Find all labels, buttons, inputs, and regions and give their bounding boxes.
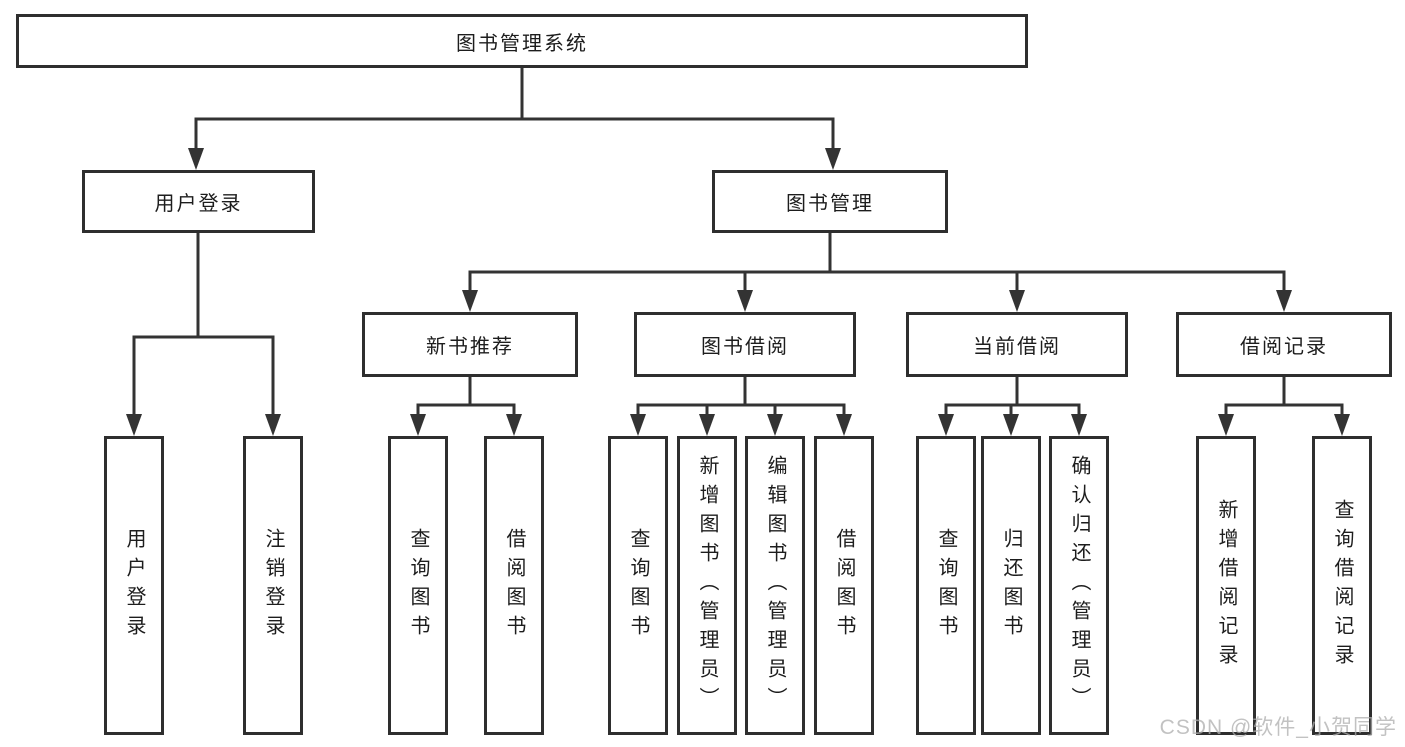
node-label: 图书借阅 [701,336,789,358]
leaf-query-books-recommend: 查询图书 [388,436,448,735]
leaf-label: 借阅图书 [503,527,525,644]
arrowhead-icons [126,148,1350,436]
node-library-management-system: 图书管理系统 [16,14,1028,68]
leaf-label: 注销登录 [262,527,284,644]
leaf-add-books-admin: 新增图书（管理员） [677,436,737,735]
node-label: 新书推荐 [426,336,514,358]
node-book-management: 图书管理 [712,170,948,233]
leaf-confirm-return-admin: 确认归还（管理员） [1049,436,1109,735]
leaf-label: 用户登录 [123,527,145,644]
node-label: 当前借阅 [973,336,1061,358]
leaf-borrow-books: 借阅图书 [814,436,874,735]
csdn-watermark: CSDN @软件_小贺同学 [1159,716,1397,739]
leaf-label: 归还图书 [1000,527,1022,644]
node-book-borrow: 图书借阅 [634,312,856,377]
node-label: 借阅记录 [1240,336,1328,358]
node-current-borrow: 当前借阅 [906,312,1128,377]
leaf-label: 查询借阅记录 [1331,498,1353,673]
leaf-add-borrow-record: 新增借阅记录 [1196,436,1256,735]
leaf-label: 确认归还（管理员） [1068,455,1090,716]
node-label: 图书管理 [786,193,874,215]
leaf-logout: 注销登录 [243,436,303,735]
leaf-return-books: 归还图书 [981,436,1041,735]
leaf-label: 编辑图书（管理员） [764,455,786,716]
leaf-query-books-borrow: 查询图书 [608,436,668,735]
leaf-label: 查询图书 [627,527,649,644]
leaf-query-borrow-record: 查询借阅记录 [1312,436,1372,735]
node-label: 用户登录 [154,193,243,215]
leaf-label: 查询图书 [935,527,957,644]
node-user-login: 用户登录 [82,170,315,233]
node-borrow-records: 借阅记录 [1176,312,1392,377]
leaf-label: 新增借阅记录 [1215,498,1237,673]
leaf-borrow-books-recommend: 借阅图书 [484,436,544,735]
node-label: 图书管理系统 [456,32,588,55]
leaf-user-login: 用户登录 [104,436,164,735]
leaf-label: 新增图书（管理员） [696,455,718,716]
leaf-label: 查询图书 [407,527,429,644]
node-new-book-recommend: 新书推荐 [362,312,578,377]
leaf-edit-books-admin: 编辑图书（管理员） [745,436,805,735]
leaf-label: 借阅图书 [833,527,855,644]
leaf-query-books-current: 查询图书 [916,436,976,735]
